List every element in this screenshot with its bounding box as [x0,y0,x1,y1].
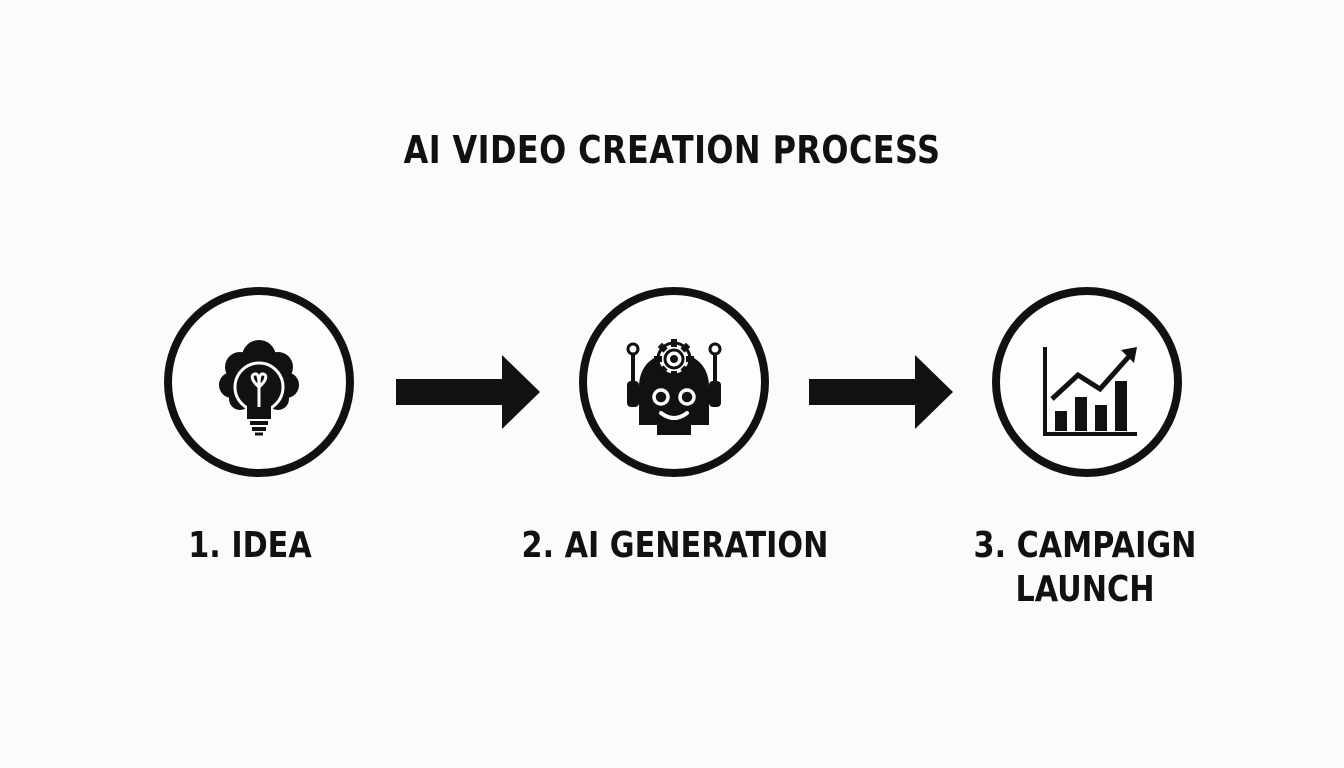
step-1-label: 1. IDEA [166,524,334,568]
step-2-circle [579,287,769,477]
step-3-circle [992,287,1182,477]
diagram-title: AI VIDEO CREATION PROCESS [403,128,941,172]
growth-chart-icon [1043,347,1137,436]
step-2-label-line: 2. AI GENERATION [521,525,829,566]
arrow-right-icon [396,355,540,429]
robot-gear-icon [626,339,722,435]
step-3-label-line-2: LAUNCH [1015,569,1155,610]
brain-lightbulb-icon [219,340,299,436]
arrow-right-icon [809,355,953,429]
step-3-label: 3. CAMPAIGN LAUNCH [963,524,1207,612]
step-3-label-line-1: 3. CAMPAIGN [973,525,1197,566]
step-1-circle [164,287,354,477]
step-1-label-line: 1. IDEA [188,525,312,566]
step-2-label: 2. AI GENERATION [520,524,831,568]
